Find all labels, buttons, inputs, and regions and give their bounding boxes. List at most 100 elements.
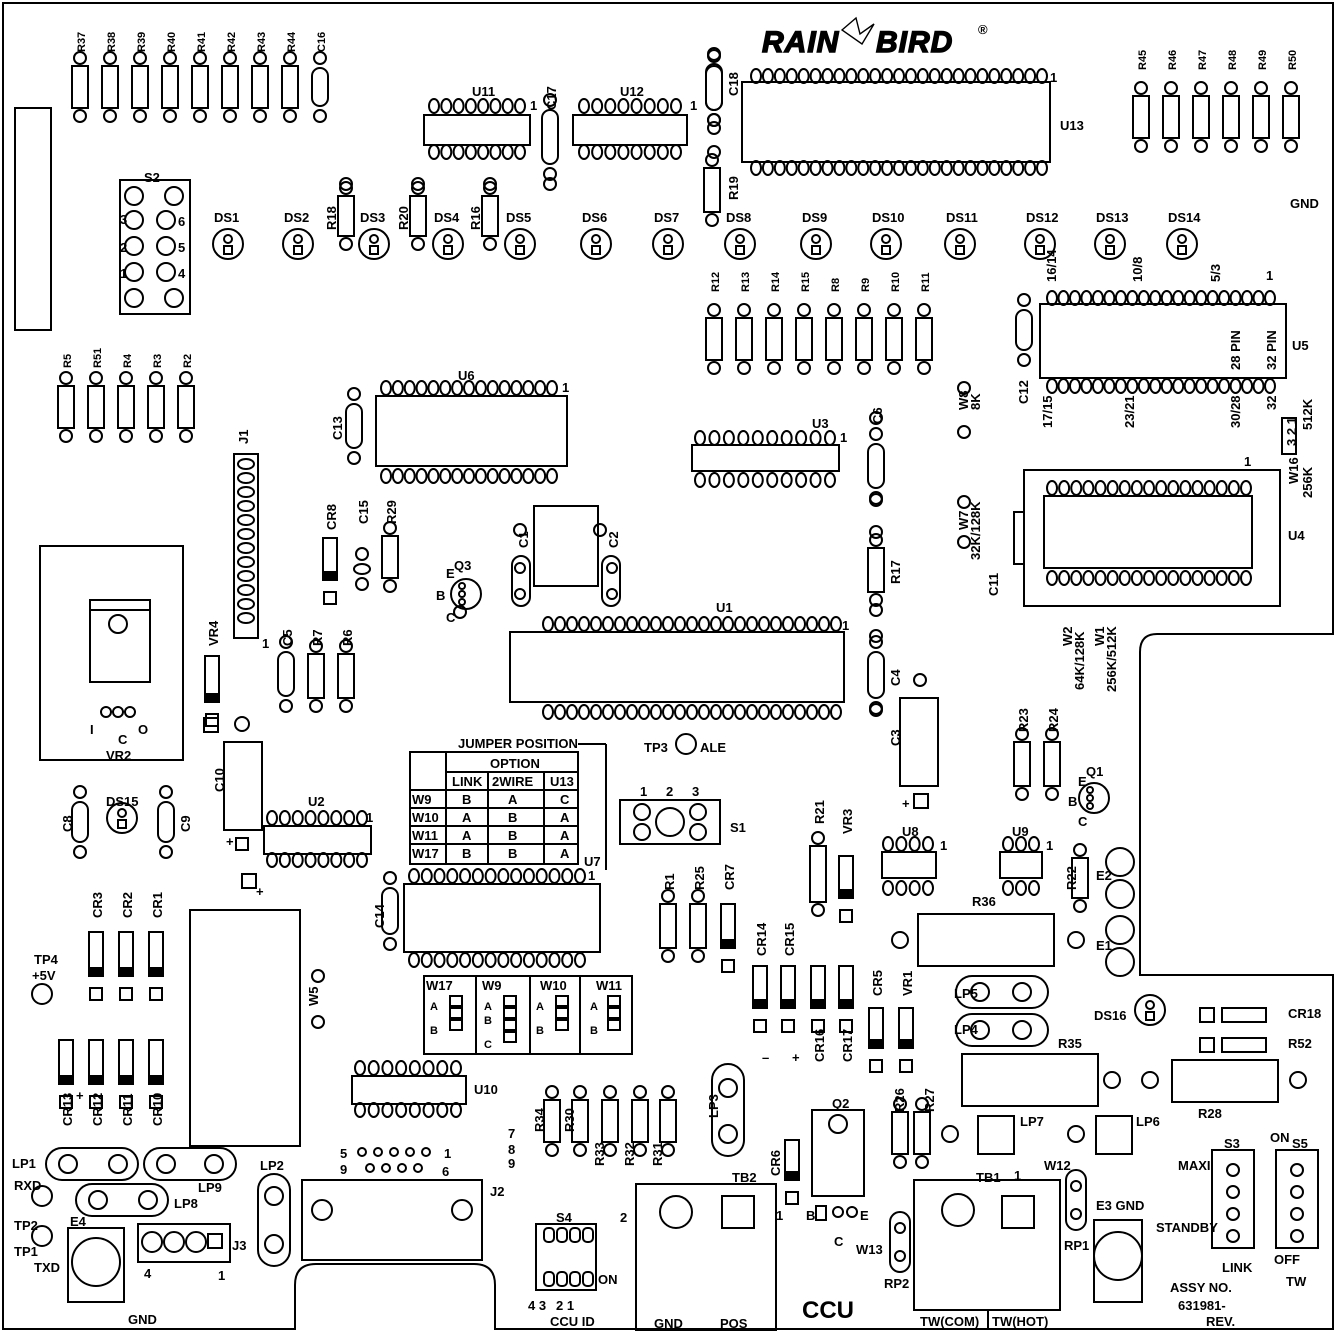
ic-pin (548, 868, 561, 884)
j2-connector[interactable] (301, 1179, 483, 1261)
solder-pad (707, 49, 721, 63)
ic-pin (746, 616, 758, 632)
solder-pad (891, 931, 909, 949)
solder-pad (411, 181, 425, 195)
ic-pin (380, 468, 392, 484)
vtext-misc.cr10: CR10 (150, 1093, 165, 1126)
e4-pad[interactable] (67, 1227, 125, 1303)
solder-pad (633, 1143, 647, 1157)
ic-pin (1015, 880, 1027, 896)
solder-pad (1070, 1180, 1082, 1192)
solder-pad (1226, 1163, 1240, 1177)
led-pad (293, 245, 303, 255)
lp1-loop[interactable] (45, 1147, 139, 1181)
solder-pad (917, 361, 931, 375)
jumper-cell: C (560, 792, 570, 807)
ic-pin (626, 704, 638, 720)
ic-pin (590, 704, 602, 720)
res-label-R44: R44 (286, 31, 298, 52)
s3-switch[interactable] (1211, 1149, 1255, 1249)
ic-pin (761, 68, 774, 84)
registered-mark: ® (978, 22, 988, 37)
text-glyph: 1 (640, 784, 647, 799)
res-R51 (87, 385, 105, 429)
j3-connector[interactable] (137, 1223, 231, 1263)
ic-pin (561, 952, 574, 968)
solder-pad (917, 303, 931, 317)
solder-pad (383, 937, 397, 951)
c13-body (345, 403, 363, 449)
u7-chip (403, 883, 601, 953)
solder-pad (1073, 843, 1087, 857)
solder-pad (133, 51, 147, 65)
j1-header[interactable] (233, 453, 259, 639)
u1-chip (509, 631, 845, 703)
led-DS7 (652, 228, 684, 260)
res-R46 (1162, 95, 1180, 139)
solder-pad (659, 1195, 693, 1229)
text-glyph: E (1078, 774, 1087, 789)
text-board.assy_number: 631981- (1178, 1298, 1226, 1313)
ic-pin (278, 810, 291, 826)
tb2-terminal[interactable] (635, 1183, 777, 1331)
ic-pin (1036, 68, 1048, 84)
solder-pad (1194, 139, 1208, 153)
diode-band (118, 1075, 134, 1085)
text-glyph: + (76, 1088, 84, 1103)
lp2-loop[interactable] (257, 1173, 291, 1267)
solder-pad (543, 167, 557, 181)
lp3-loop[interactable] (711, 1063, 745, 1157)
s1-switch[interactable] (619, 799, 721, 845)
solder-pad (957, 535, 971, 549)
ic-pin (1183, 290, 1196, 306)
ic-pin (670, 144, 682, 160)
res-R15 (795, 317, 813, 361)
ic-pin (489, 98, 502, 114)
s4-switch[interactable] (535, 1223, 597, 1291)
text-glyph: O (138, 722, 148, 737)
led-pad (811, 245, 821, 255)
r21-body (809, 845, 827, 903)
led-pad (117, 808, 127, 818)
led-pad (735, 234, 745, 244)
jumper-cell: A (462, 828, 472, 843)
ic-pin (546, 380, 558, 396)
solder-pad (383, 871, 397, 885)
lp5-loop[interactable] (955, 975, 1049, 1009)
solder-pad (159, 845, 173, 859)
ic-pin (450, 1060, 462, 1076)
solder-pad (365, 1163, 375, 1173)
lp4-loop[interactable] (955, 1013, 1049, 1047)
square-pad (149, 1095, 163, 1109)
led-ds16 (1134, 994, 1166, 1026)
jumper-header: 2WIRE (492, 774, 534, 789)
ic-pin (1203, 480, 1216, 496)
r23-body (1013, 741, 1031, 787)
ic-pin (821, 160, 834, 176)
solder-pad (279, 635, 293, 649)
lp8-loop[interactable] (75, 1183, 169, 1217)
jumper-pos: A (484, 1001, 492, 1013)
text-board.assy_label: ASSY NO. (1170, 1280, 1232, 1295)
text-misc.w13: W13 (856, 1242, 883, 1257)
r1-body (659, 903, 677, 949)
ic-pin (501, 98, 514, 114)
solder-pad (223, 51, 237, 65)
ic-pin (514, 98, 526, 114)
ic-pin (617, 98, 630, 114)
ic-pin (722, 616, 734, 632)
s5-switch[interactable] (1275, 1149, 1319, 1249)
ic-pin (638, 616, 650, 632)
text-misc.lp8: LP8 (174, 1196, 198, 1211)
led-pad (223, 245, 233, 255)
s2-switch[interactable] (119, 179, 191, 315)
res-R10 (885, 317, 903, 361)
solder-pad (1290, 1163, 1304, 1177)
solder-pad (1290, 1185, 1304, 1199)
ic-pin (1206, 290, 1219, 306)
ic-pin (1057, 378, 1070, 394)
lp9-loop[interactable] (143, 1147, 237, 1181)
ic-pin (380, 380, 392, 396)
text-misc.q2: Q2 (832, 1096, 849, 1111)
tb1-terminal[interactable] (913, 1179, 1061, 1311)
